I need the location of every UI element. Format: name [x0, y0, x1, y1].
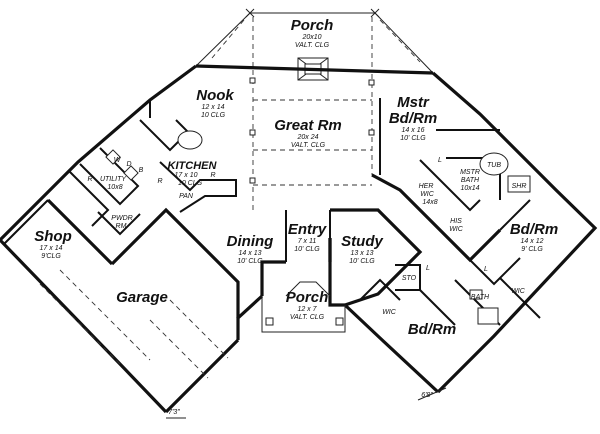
labels: Porch 20x10 VALT. CLG Nook 12 x 14 10 CL…	[34, 17, 558, 416]
kitchen-b: B	[139, 167, 144, 174]
entry-name: Entry	[288, 221, 327, 238]
tub-label: TUB	[487, 162, 501, 169]
mstr-bdrm-name-2: Bd/Rm	[389, 110, 437, 127]
study-name: Study	[341, 233, 383, 250]
bdrm-right-name: Bd/Rm	[510, 221, 558, 238]
closet-l-3: L	[484, 266, 488, 273]
utility-name: UTILITY	[100, 176, 127, 183]
bdrm-right-dims: 14 x 12	[521, 238, 544, 245]
entry-clg: 10' CLG	[294, 246, 320, 253]
great-rm-clg: VALT. CLG	[291, 142, 326, 149]
porch-rear-clg: VALT. CLG	[295, 42, 330, 49]
his-wic-name-1: HIS	[450, 218, 462, 225]
bdrm-bottom-name: Bd/Rm	[408, 321, 456, 338]
porch-rear-name: Porch	[291, 17, 334, 34]
nook-clg: 10 CLG	[201, 112, 226, 119]
mstr-bath-name-1: MSTR	[460, 169, 480, 176]
dining-dims: 14 x 13	[239, 250, 262, 257]
mstr-bdrm-name-1: Mstr	[397, 94, 430, 111]
great-rm-dims: 20x 24	[296, 134, 318, 141]
nook-name: Nook	[196, 87, 234, 104]
mstr-bdrm-clg: 10' CLG	[400, 135, 426, 142]
kitchen-r: R	[210, 172, 215, 179]
front-porch-area	[261, 281, 346, 333]
dim-garage-label: 7'3"	[168, 409, 180, 416]
his-wic-name-2: WIC	[449, 226, 464, 233]
her-wic-name-1: HER	[419, 183, 434, 190]
exterior-walls	[0, 64, 598, 414]
study-clg: 10' CLG	[349, 258, 375, 265]
closet-l-1: L	[438, 157, 442, 164]
closet-l-2: L	[426, 265, 430, 272]
util-d: D	[126, 161, 131, 168]
porch-rear-dims: 20x10	[301, 34, 321, 41]
shop-clg: 9'CLG	[41, 253, 61, 260]
kitchen-clg: 10 CLG	[178, 180, 203, 187]
great-rm-name: Great Rm	[274, 117, 342, 134]
interior-walls	[39, 70, 541, 379]
bath-label: BATH	[471, 294, 490, 301]
utility-dims: 10x8	[107, 184, 122, 191]
her-wic-name-2: WIC	[420, 191, 435, 198]
wic-right-label: WIC	[511, 288, 526, 295]
kitchen-name: KITCHEN	[168, 160, 218, 172]
study-dims: 13 x 13	[351, 250, 374, 257]
mstr-bath-dims: 10x14	[460, 185, 479, 192]
mstr-bath-name-2: BATH	[461, 177, 480, 184]
pwdr-rm-name-2: RM	[116, 223, 127, 230]
dining-name: Dining	[227, 233, 274, 250]
util-r: R	[87, 176, 92, 183]
mstr-bdrm-dims: 14 x 16	[402, 127, 425, 134]
garage-name: Garage	[116, 289, 168, 306]
nook-dims: 12 x 14	[202, 104, 225, 111]
kitchen-dims: 17 x 10	[175, 172, 198, 179]
porch-front-clg: VALT. CLG	[290, 314, 325, 321]
dining-clg: 10' CLG	[237, 258, 263, 265]
dim-bdrm-label: 6'8"	[421, 392, 433, 399]
pan-label: PAN	[179, 193, 194, 200]
util-w: W	[114, 157, 122, 164]
dimension-marks	[166, 387, 447, 419]
kitchen-r-mark: R	[157, 178, 162, 185]
pwdr-rm-name-1: PWDR	[111, 215, 132, 222]
shop-dims: 17 x 14	[40, 245, 63, 252]
shr-label: SHR	[512, 183, 527, 190]
sto-label: STO	[402, 275, 417, 282]
her-wic-dims: 14x8	[422, 199, 437, 206]
porch-front-dims: 12 x 7	[297, 306, 317, 313]
bdrm-right-clg: 9' CLG	[521, 246, 543, 253]
wic-bottom-label: WIC	[382, 309, 397, 316]
entry-dims: 7 x 11	[298, 238, 317, 245]
porch-front-name: Porch	[286, 289, 329, 306]
shop-name: Shop	[34, 228, 72, 245]
